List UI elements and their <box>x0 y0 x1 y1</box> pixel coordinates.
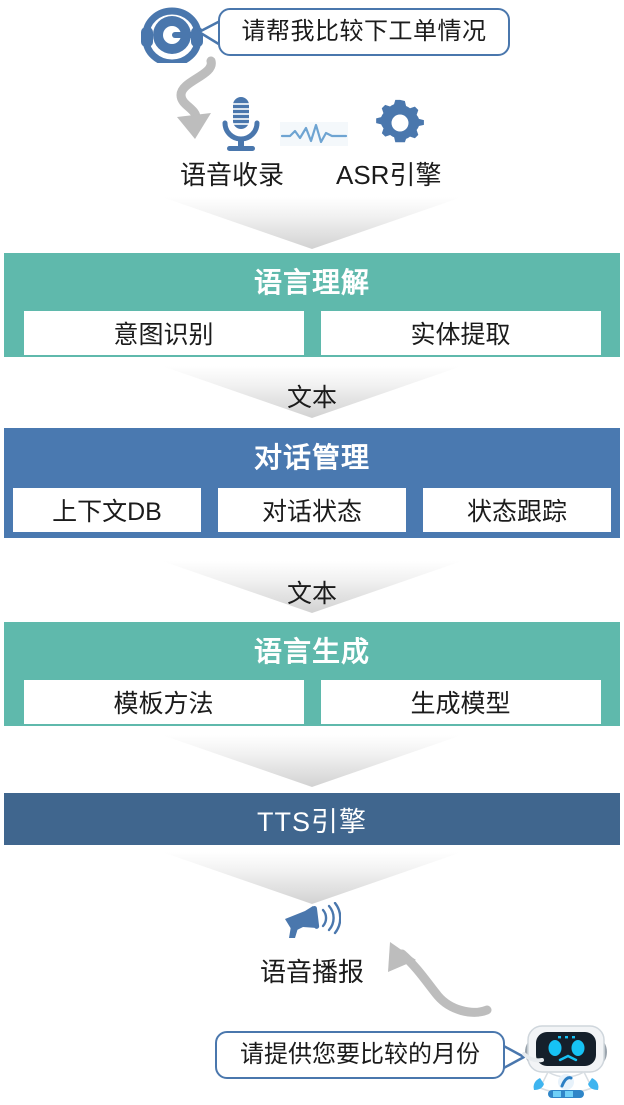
panel-language-generation: 语言生成 模板方法 生成模型 <box>4 622 620 726</box>
sub-box-entity-extraction[interactable]: 实体提取 <box>320 311 601 355</box>
sub-box-state-tracking[interactable]: 状态跟踪 <box>423 488 611 532</box>
voice-broadcast-label: 语音播报 <box>259 957 364 987</box>
panel-title-dialogue-management: 对话管理 <box>253 442 370 473</box>
flow-chevron-5 <box>162 852 462 904</box>
bot-speech-bubble: 请提供您要比较的月份 <box>215 1031 505 1079</box>
sub-box-intent-recognition[interactable]: 意图识别 <box>23 311 304 355</box>
panel-tts-engine: TTS引擎 <box>4 793 620 845</box>
panel-title-language-understanding: 语言理解 <box>253 267 370 298</box>
user-speech-bubble: 请帮我比较下工单情况 <box>218 8 510 56</box>
capture-asr-row: 语音收录 ASR引擎 <box>0 95 624 195</box>
flow-label-text-1: 文本 <box>286 384 337 412</box>
curved-arrow-up-left-icon <box>372 938 492 1018</box>
bot-message-text: 请提供您要比较的月份 <box>240 1041 480 1068</box>
gear-icon <box>376 99 424 147</box>
megaphone-icon <box>283 901 342 942</box>
sub-box-dialogue-state[interactable]: 对话状态 <box>218 488 406 532</box>
asr-engine-label: ASR引擎 <box>336 160 442 190</box>
user-message-text: 请帮我比较下工单情况 <box>241 18 487 45</box>
flow-chevron-1 <box>162 197 462 249</box>
curved-arrow-down-icon <box>155 55 237 141</box>
voice-capture-label: 语音收录 <box>180 160 285 190</box>
sub-box-context-db[interactable]: 上下文DB <box>13 488 201 532</box>
robot-avatar-icon <box>512 1022 616 1100</box>
panel-language-understanding: 语言理解 意图识别 实体提取 <box>4 253 620 357</box>
sub-box-template-method[interactable]: 模板方法 <box>23 680 304 724</box>
flow-label-text-2: 文本 <box>286 580 337 608</box>
panel-dialogue-management: 对话管理 上下文DB 对话状态 状态跟踪 <box>4 428 620 538</box>
panel-title-language-generation: 语言生成 <box>253 636 370 667</box>
panel-title-tts-engine: TTS引擎 <box>257 806 367 837</box>
flow-chevron-4 <box>162 735 462 787</box>
sub-box-generative-model[interactable]: 生成模型 <box>320 680 601 724</box>
audio-waveform-icon <box>280 122 348 146</box>
user-utterance-row: 请帮我比较下工单情况 <box>0 0 624 70</box>
microphone-icon <box>219 95 263 153</box>
